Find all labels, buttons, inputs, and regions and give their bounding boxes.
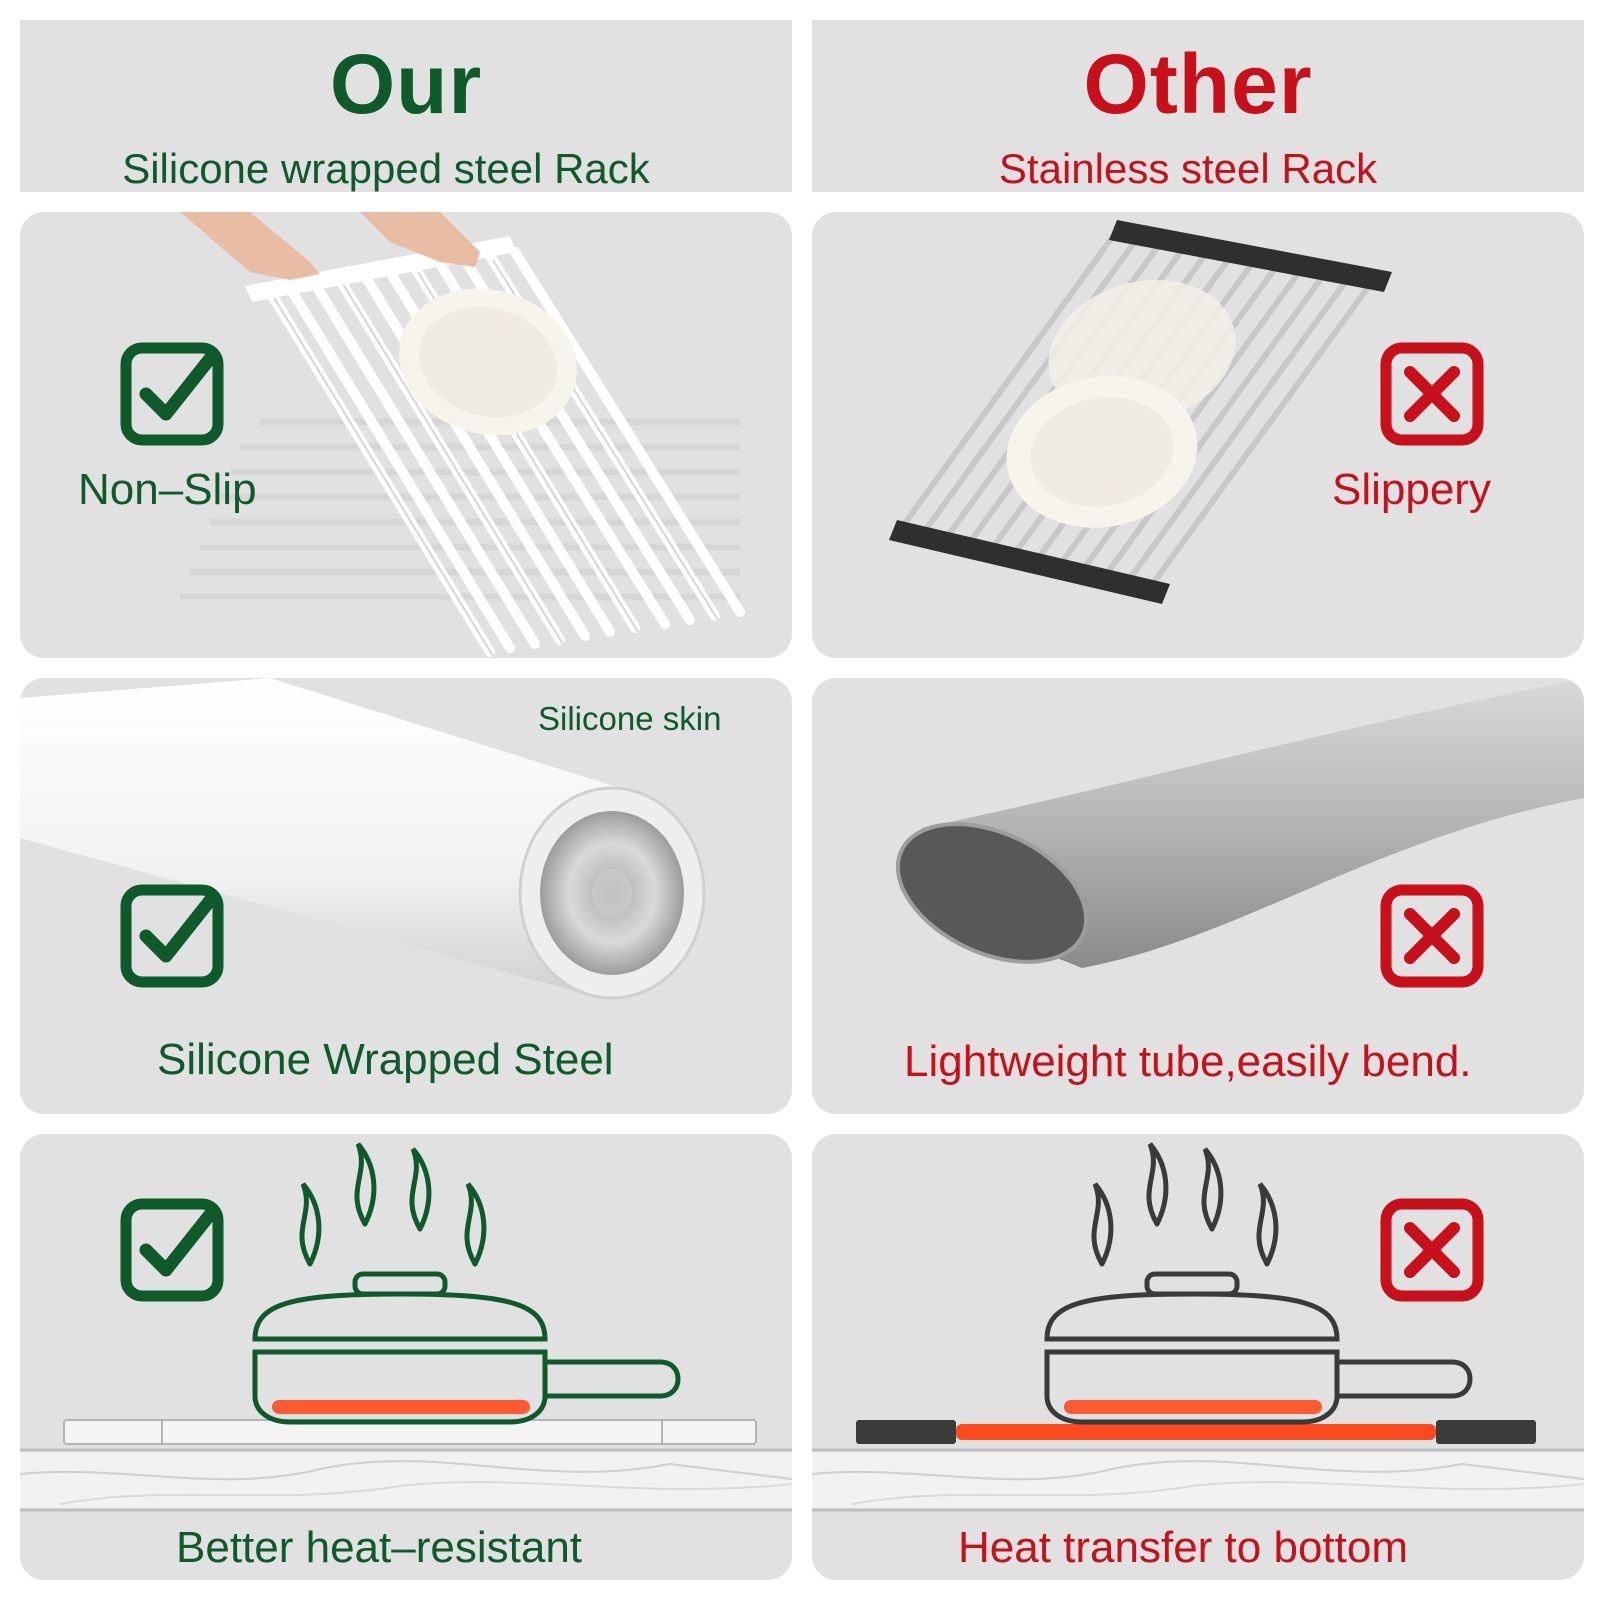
heat-resistant-label: Better heat–resistant [176, 1523, 583, 1572]
lightweight-tube-label: Lightweight tube,easily bend. [904, 1037, 1472, 1086]
non-slip-label: Non–Slip [78, 465, 257, 514]
our-subtitle: Silicone wrapped steel Rack [122, 145, 650, 192]
our-title: Our [329, 37, 483, 131]
heat-transfer-card: Heat transfer to bottom [812, 1134, 1584, 1580]
lightweight-tube-card: Lightweight tube,easily bend. [812, 678, 1584, 1114]
cross-icon [1380, 1198, 1484, 1302]
silicone-tube-card: Silicone skin Silicone Wrapped Steel [20, 678, 792, 1114]
silicone-rack-illustration [180, 212, 745, 657]
cross-icon [1380, 884, 1484, 988]
check-icon [120, 1198, 224, 1302]
our-header: Our Silicone wrapped steel Rack [20, 20, 792, 192]
silicone-wrapped-steel-label: Silicone Wrapped Steel [157, 1035, 614, 1084]
non-slip-card: Non–Slip [20, 212, 792, 658]
heat-transfer-label: Heat transfer to bottom [958, 1523, 1408, 1572]
check-icon [120, 342, 224, 446]
pan-on-steel-illustration [812, 1142, 1584, 1512]
pan-on-silicone-illustration [20, 1142, 792, 1512]
steel-rack-illustration [889, 220, 1392, 604]
other-title: Other [1083, 37, 1313, 131]
other-subtitle: Stainless steel Rack [998, 145, 1378, 192]
cross-icon [1380, 342, 1484, 446]
slippery-label: Slippery [1332, 465, 1491, 514]
heat-resistant-card: Better heat–resistant [20, 1134, 792, 1580]
hollow-tube-illustration [895, 678, 1584, 968]
silicone-skin-callout: Silicone skin [538, 700, 722, 737]
check-icon [120, 884, 224, 988]
silicone-tube-illustration [20, 678, 706, 1000]
other-header: Other Stainless steel Rack [812, 20, 1584, 192]
slippery-card: Slippery [812, 212, 1584, 658]
